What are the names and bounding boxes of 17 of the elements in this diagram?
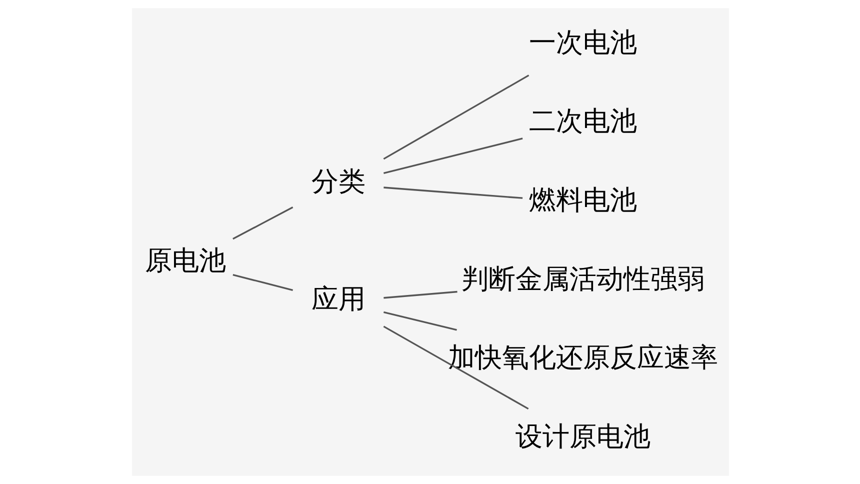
- connector: [232, 274, 293, 292]
- connector: [383, 186, 522, 199]
- node-text: 判断金属活动性强弱: [461, 264, 704, 295]
- node-text: 一次电池: [528, 27, 637, 58]
- node-text: 应用: [310, 284, 365, 315]
- connector: [382, 326, 528, 410]
- connector: [383, 290, 457, 299]
- node-text: 加快氧化还原反应速率: [448, 342, 718, 374]
- node-text: 二次电池: [528, 106, 637, 138]
- connector: [382, 138, 522, 174]
- node-text: 燃料电池: [528, 184, 637, 216]
- node-text: 设计原电池: [515, 421, 650, 452]
- connector: [382, 311, 456, 331]
- connector: [382, 74, 529, 160]
- node-text: 原电池: [144, 245, 226, 276]
- node-text: 分类: [310, 166, 365, 198]
- connector: [232, 206, 293, 240]
